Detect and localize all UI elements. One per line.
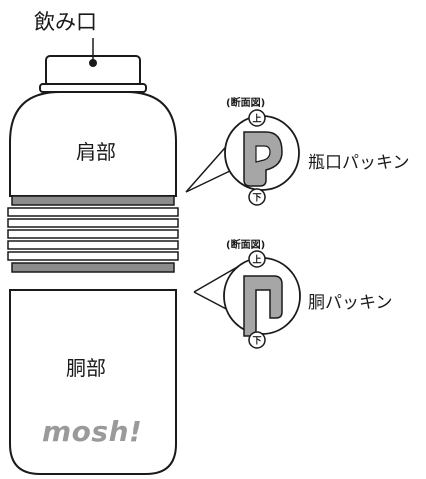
- upper-mark-1: 上: [253, 113, 262, 125]
- body-packing-label: 胴パッキン: [308, 293, 393, 313]
- cap-ring: [39, 83, 147, 93]
- section-label-top: (断面図): [226, 98, 266, 109]
- body-label: 胴部: [66, 356, 106, 380]
- neck-packing-callout: 上 下: [185, 109, 300, 206]
- lower-mark-1: 下: [253, 193, 262, 204]
- mouth-label: 飲み口: [34, 10, 97, 34]
- bottle-body: [9, 289, 177, 475]
- upper-mark-2: 上: [253, 254, 262, 266]
- brand-logo: mosh!: [42, 415, 143, 448]
- body-packing-callout: 上 下: [193, 250, 301, 349]
- mouth-leader-dot: [89, 59, 97, 67]
- neck-packing-label: 瓶口パッキン: [308, 153, 410, 173]
- lower-mark-2: 下: [253, 336, 262, 347]
- section-label-bottom: (断面図): [226, 240, 266, 251]
- bottle-shoulder: [9, 91, 177, 197]
- shoulder-label: 肩部: [76, 140, 116, 164]
- bottle-threads: [7, 195, 179, 273]
